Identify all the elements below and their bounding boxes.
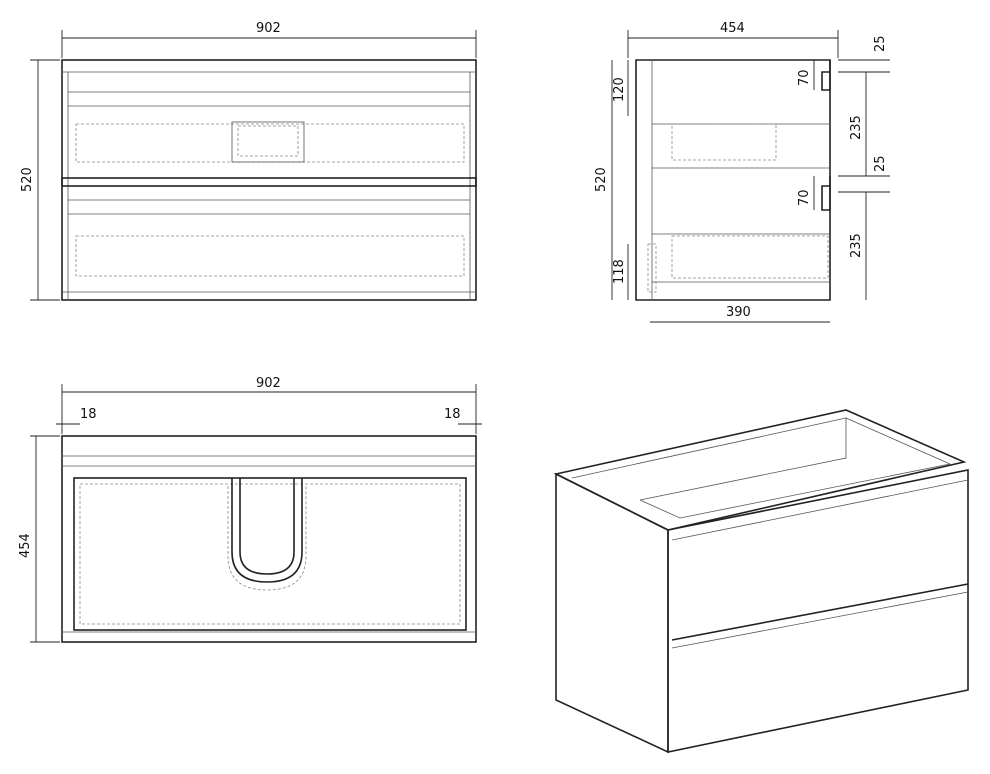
side-drawer2-dim: 235 xyxy=(849,233,864,258)
side-gap1-dim: 25 xyxy=(873,35,888,52)
side-handle2-dim: 70 xyxy=(797,189,812,206)
side-depth-dim: 454 xyxy=(720,21,745,36)
side-drawer1-dim: 235 xyxy=(849,115,864,140)
front-view: 902 520 xyxy=(20,21,477,301)
side-inner-depth-dim: 390 xyxy=(726,305,751,320)
top-right-side-dim: 18 xyxy=(444,407,461,422)
side-handle1-dim: 70 xyxy=(797,69,812,86)
side-gap2-dim: 25 xyxy=(873,155,888,172)
top-depth-dim: 454 xyxy=(18,533,33,558)
front-height-dim: 520 xyxy=(20,167,35,192)
front-width-dim: 902 xyxy=(256,21,281,36)
side-bottom-offset-dim: 118 xyxy=(612,259,627,284)
isometric-view xyxy=(553,409,969,754)
side-top-offset-dim: 120 xyxy=(612,77,627,102)
side-view: 454 520 120 118 390 70 70 235 235 25 25 xyxy=(594,21,890,323)
top-view: 902 18 18 454 xyxy=(18,376,482,643)
top-width-dim: 902 xyxy=(256,376,281,391)
top-left-side-dim: 18 xyxy=(80,407,97,422)
side-height-dim: 520 xyxy=(594,167,609,192)
